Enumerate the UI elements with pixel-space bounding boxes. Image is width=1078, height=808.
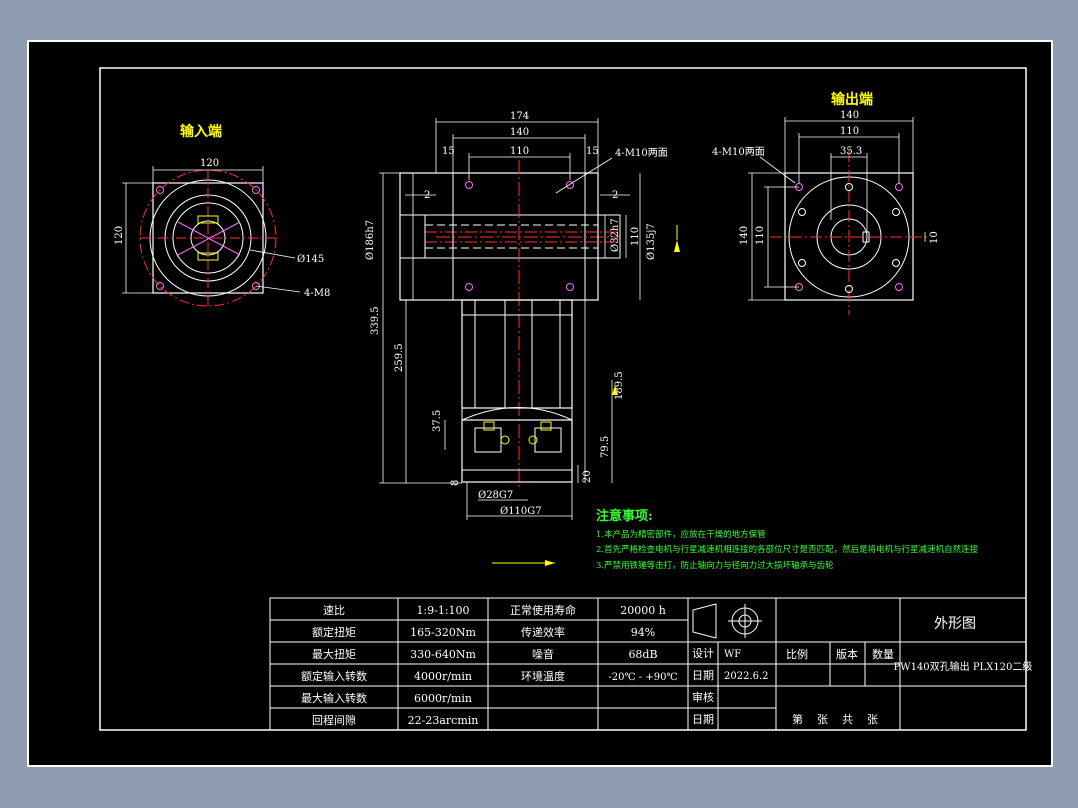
sheet-info: 第 张 共 张 xyxy=(792,712,878,726)
note-item-2: 2.首先严格检查电机与行星减速机相连接的各部位尺寸是否匹配，然后是将电机与行星减… xyxy=(596,544,979,555)
output-view-title: 输出端 xyxy=(831,91,873,108)
spec-table-text: 速比 1:9-1:100 正常使用寿命 20000 h 额定扭矩 165-320… xyxy=(301,603,678,727)
front-dim-15-left: 15 xyxy=(442,146,455,157)
output-dim-110: 110 xyxy=(840,126,859,137)
notes-title: 注意事项: xyxy=(596,508,653,524)
spec-r0-c2: 正常使用寿命 xyxy=(510,603,576,617)
front-hole-tr xyxy=(566,181,574,189)
front-dim-2-right: 2 xyxy=(612,190,618,201)
front-dim-d110: Ø110G7 xyxy=(500,506,542,517)
spec-r3-c0: 额定输入转数 xyxy=(301,669,367,683)
note-item-1: 1.本产品为精密部件，应放在干燥的地方保管 xyxy=(596,529,766,540)
note-item-3: 3.严禁用铁锤等击打，防止轴向力与径向力过大损坏轴承与齿轮 xyxy=(596,560,834,571)
spec-r2-c3: 68dB xyxy=(628,648,657,661)
output-dim-110-side: 110 xyxy=(755,226,766,245)
spec-r2-c2: 噪音 xyxy=(532,647,554,661)
front-dim-d135: Ø135j7 xyxy=(646,223,657,260)
front-dim-140: 140 xyxy=(510,127,529,138)
spec-table xyxy=(269,597,689,731)
model-name: PW140双孔输出 PLX120二级 xyxy=(894,660,1033,673)
front-base xyxy=(461,419,573,483)
title-block xyxy=(687,597,1027,731)
spec-r0-c3: 20000 h xyxy=(620,604,666,617)
drawing-sheet xyxy=(27,40,1053,767)
scale-label: 比例 xyxy=(786,647,808,661)
input-hole-tl xyxy=(156,186,164,194)
review-label: 审核 xyxy=(692,690,714,704)
design-label: 设计 xyxy=(692,647,714,660)
input-dim-height: 120 xyxy=(114,226,125,245)
input-clamp-bottom xyxy=(197,252,219,261)
spec-r1-c0: 额定扭矩 xyxy=(312,625,356,639)
spec-r3-c1: 4000r/min xyxy=(414,670,472,683)
front-neck xyxy=(461,299,573,409)
front-hole-br xyxy=(566,283,574,291)
drawing-name: 外形图 xyxy=(934,616,976,632)
version-label: 版本 xyxy=(836,647,858,661)
spec-r5-c1: 22-23arcmin xyxy=(408,714,479,727)
spec-r3-c2: 环境温度 xyxy=(521,669,565,683)
front-dim-d32: Ø32h7 xyxy=(610,218,621,252)
date-value: 2022.6.2 xyxy=(724,671,769,682)
front-dim-110-side: 110 xyxy=(630,227,641,246)
front-dim-d28: Ø28G7 xyxy=(478,490,513,501)
design-value: WF xyxy=(724,649,741,660)
front-dim-d186: Ø186h7 xyxy=(365,220,376,260)
notes-block: 注意事项: 1.本产品为精密部件，应放在干燥的地方保管 2.首先严格检查电机与行… xyxy=(596,508,979,571)
spec-r3-c3: -20℃ - +90℃ xyxy=(608,672,677,683)
front-dim-259: 259.5 xyxy=(394,343,405,372)
front-dim-339: 339.5 xyxy=(370,306,381,335)
output-dim-thread: 4-M10两面 xyxy=(712,147,765,158)
input-hole-br xyxy=(252,282,260,290)
spec-r5-c0: 回程间隙 xyxy=(312,713,356,727)
front-dim-37: 37.5 xyxy=(432,410,443,432)
front-dim-15-right: 15 xyxy=(586,146,599,157)
spec-r1-c1: 165-320Nm xyxy=(410,626,476,639)
output-hole-4 xyxy=(895,283,903,291)
front-dim-79: 79.5 xyxy=(600,436,611,458)
input-hole-bl xyxy=(156,282,164,290)
front-dim-8: 8 xyxy=(450,480,461,486)
input-dim-width: 120 xyxy=(200,158,219,169)
front-hole-bl xyxy=(465,283,473,291)
front-dim-174: 174 xyxy=(510,111,529,122)
date2-label: 日期 xyxy=(692,713,714,726)
front-dim-2-left: 2 xyxy=(424,190,430,201)
spec-r1-c2: 传递效率 xyxy=(521,625,565,639)
date-label: 日期 xyxy=(692,669,714,682)
spec-r2-c0: 最大扭矩 xyxy=(312,647,356,661)
input-view-title: 输入端 xyxy=(180,123,222,140)
output-dim-140-side: 140 xyxy=(739,226,750,245)
output-dim-35: 35.3 xyxy=(840,146,862,157)
spec-r4-c0: 最大输入转数 xyxy=(301,691,367,705)
output-dim-140: 140 xyxy=(840,110,859,121)
front-pin-right xyxy=(528,435,538,445)
spec-r4-c1: 6000r/min xyxy=(414,692,472,705)
front-adapter xyxy=(461,407,573,421)
projection-symbol-cone xyxy=(692,603,717,639)
front-pin-left xyxy=(500,435,510,445)
title-block-text: 外形图 PW140双孔输出 PLX120二级 设计 WF 日期 2022.6.2… xyxy=(692,616,1032,726)
spec-r0-c1: 1:9-1:100 xyxy=(416,604,469,617)
spec-r0-c0: 速比 xyxy=(323,604,345,617)
front-dim-20: 20 xyxy=(582,470,593,483)
front-dim-110: 110 xyxy=(510,146,529,157)
front-dim-thread: 4-M10两面 xyxy=(615,148,668,159)
front-hole-tl xyxy=(465,181,473,189)
qty-label: 数量 xyxy=(872,648,894,661)
spec-r1-c3: 94% xyxy=(631,626,655,639)
input-view: 输入端 120 120 Ø145 4-M8 xyxy=(114,123,330,307)
input-hole-tr xyxy=(252,186,260,194)
front-view: 174 140 110 15 15 4-M10两面 2 2 339.5 259.… xyxy=(365,111,680,566)
front-dim-189: 189.5 xyxy=(614,371,625,400)
input-dim-holes: 4-M8 xyxy=(304,288,330,299)
spec-r2-c1: 330-640Nm xyxy=(410,648,476,661)
input-clamp-top xyxy=(197,215,219,224)
input-dim-circle: Ø145 xyxy=(297,254,324,265)
output-dim-10: 10 xyxy=(929,231,940,244)
output-hole-2 xyxy=(895,183,903,191)
output-view: 输出端 140 110 35.3 4-M10两面 xyxy=(712,91,940,315)
